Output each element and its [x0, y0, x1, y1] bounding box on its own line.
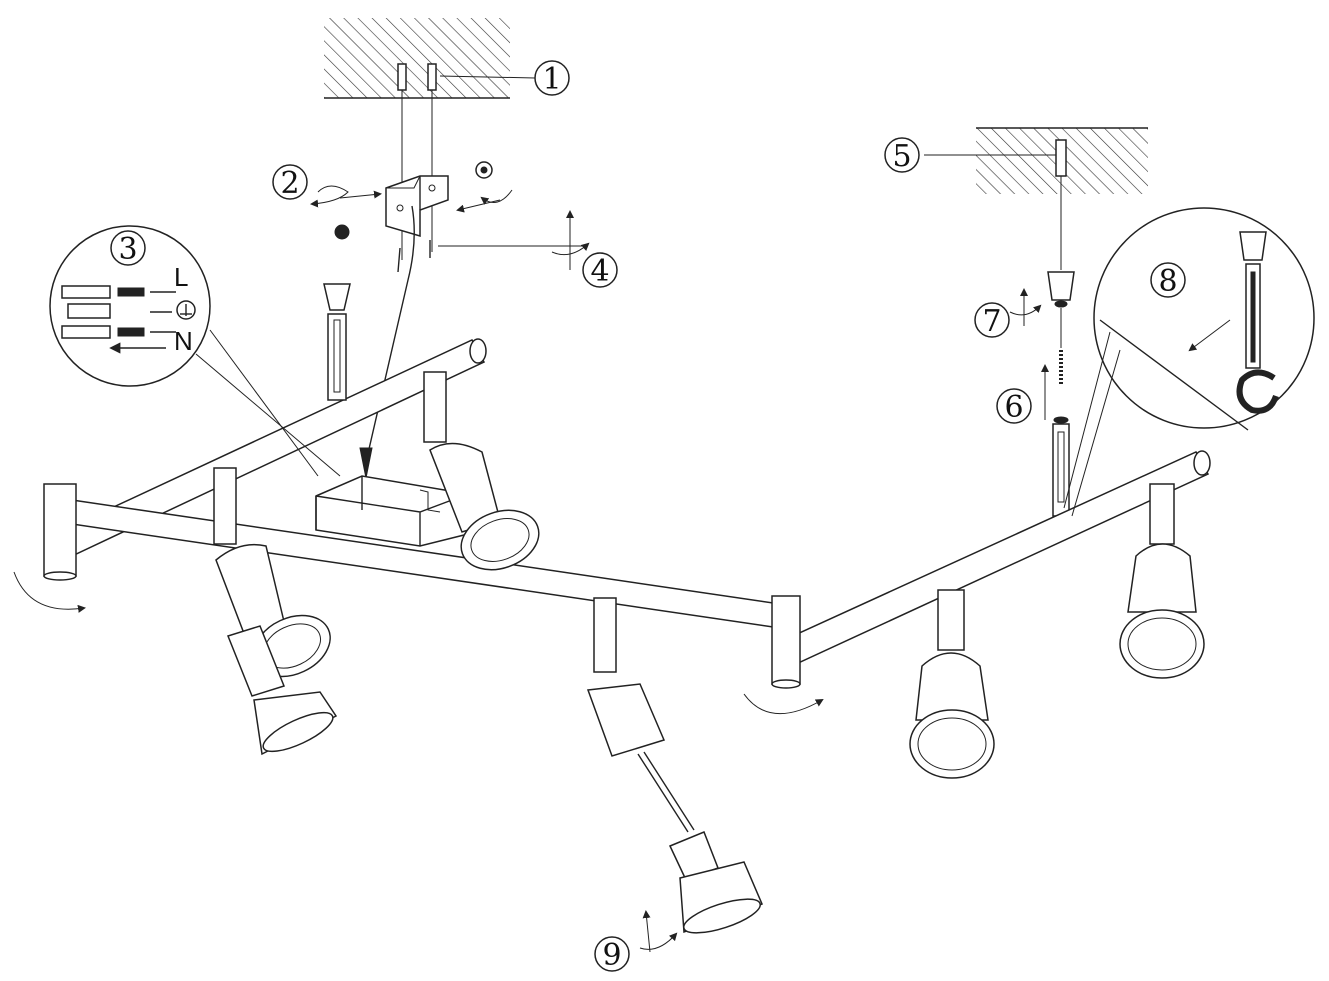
callout-3: 3	[110, 230, 146, 267]
canopy-box	[315, 475, 469, 547]
svg-text:4: 4	[590, 254, 609, 289]
callout-4: 4	[582, 252, 618, 289]
callout-5: 5	[884, 137, 920, 174]
svg-text:8: 8	[1158, 264, 1177, 299]
spot-light-d	[586, 597, 764, 934]
wiring-detail-magnifier	[49, 225, 341, 477]
spot-light-a	[423, 371, 540, 571]
svg-text:9: 9	[602, 938, 621, 973]
spot-light-e	[909, 589, 995, 779]
svg-text:3: 3	[118, 232, 137, 267]
spot-light-b	[213, 467, 331, 678]
bracket-screws	[334, 161, 493, 273]
wiring-neutral-label: N	[174, 326, 193, 356]
callout-9: 9	[594, 936, 630, 973]
wall-plug-right	[1055, 139, 1067, 270]
mounting-bracket	[385, 175, 449, 238]
joint-left	[43, 483, 77, 581]
wiring-live-label: L	[174, 262, 188, 292]
svg-text:5: 5	[892, 139, 911, 174]
hook-detail-magnifier	[1063, 207, 1315, 517]
callout-6: 6	[996, 388, 1032, 425]
callout-7: 7	[974, 302, 1010, 339]
callout-2: 2	[272, 164, 308, 201]
svg-text:7: 7	[982, 304, 1001, 339]
svg-text:6: 6	[1004, 390, 1023, 425]
callout-1: 1	[534, 60, 570, 97]
wall-plugs-left	[397, 63, 437, 260]
spot-light-f	[1119, 483, 1205, 679]
svg-text:2: 2	[280, 166, 299, 201]
spot-stem-top-left	[323, 283, 351, 401]
supply-cable	[365, 205, 415, 463]
joint-right	[771, 595, 801, 689]
suspension-parts-right	[1047, 271, 1075, 517]
svg-text:1: 1	[542, 62, 561, 97]
spot-light-c	[227, 625, 338, 756]
callout-8: 8	[1150, 262, 1186, 299]
ceiling-left	[324, 18, 510, 99]
